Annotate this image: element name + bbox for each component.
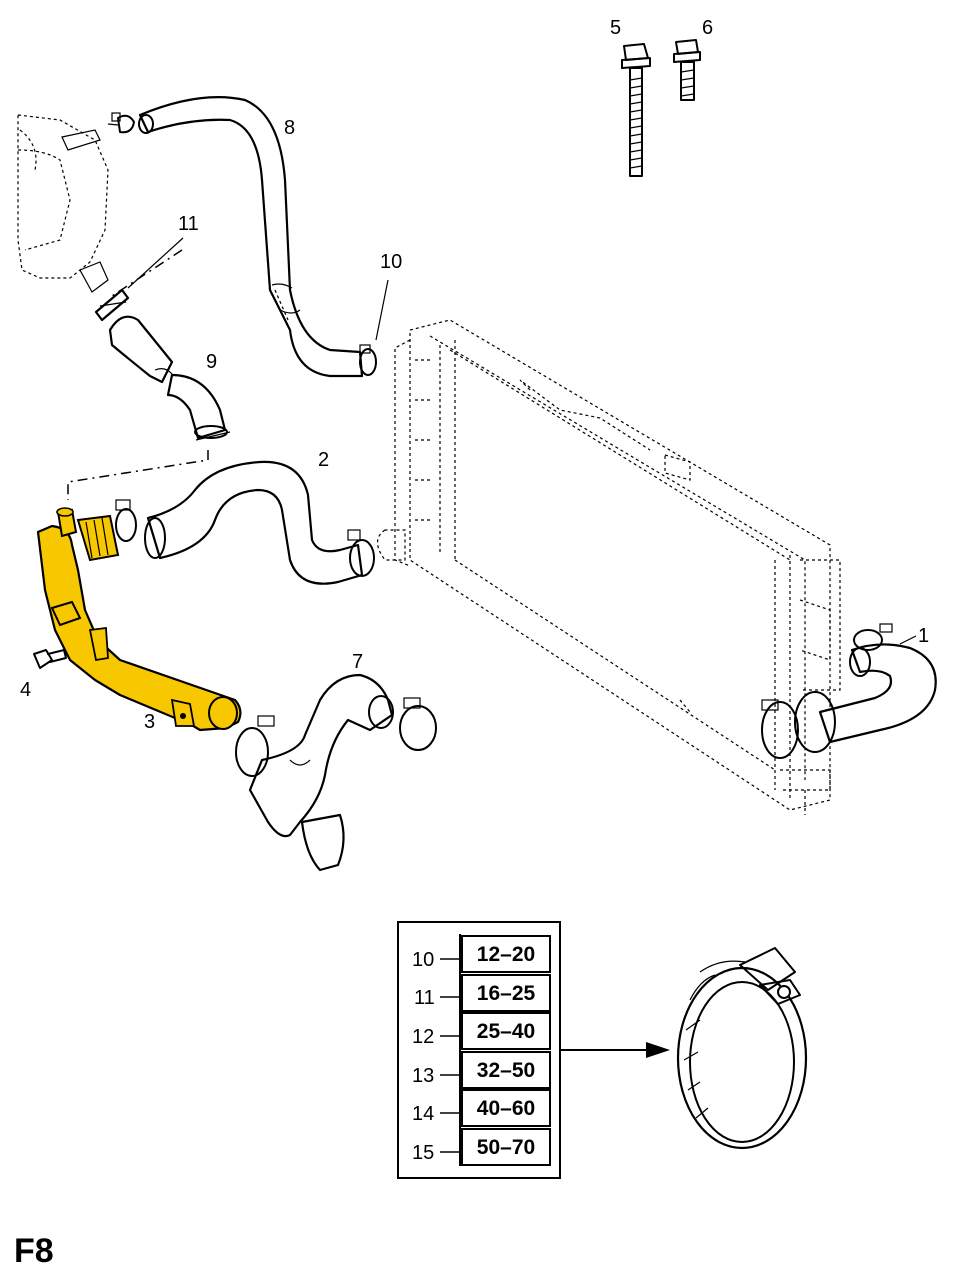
- page-code: F8: [14, 1232, 54, 1270]
- clamp-size-table: 10 12–20 11 16–25 12 25–40 13 32–50 14: [397, 921, 561, 1179]
- callout-7: 7: [352, 651, 363, 673]
- table-row-range: 12–20: [477, 943, 535, 966]
- table-row-num: 13: [412, 1065, 434, 1087]
- hose-2: [115, 460, 375, 585]
- hose-clamp-icon: [853, 623, 893, 651]
- callout-6: 6: [702, 17, 713, 39]
- hose-clamp-icon: [115, 499, 137, 542]
- hose-clamp-icon: [235, 715, 275, 777]
- callout-4: 4: [20, 679, 31, 701]
- table-row-num: 11: [414, 987, 435, 1009]
- table-row: 10 12–20: [412, 935, 551, 973]
- table-row-range: 40–60: [477, 1097, 535, 1120]
- hose-9: [108, 315, 231, 441]
- table-row-range: 16–25: [477, 982, 536, 1005]
- table-row-num: 15: [412, 1142, 434, 1164]
- hose-clamp-icon: [676, 947, 808, 1150]
- callout-leaders: [127, 237, 917, 645]
- table-row-num: 10: [412, 949, 434, 971]
- table-row: 12 25–40: [412, 1012, 551, 1050]
- table-row: 14 40–60: [412, 1089, 551, 1127]
- bolt-icon: [33, 649, 67, 669]
- pipe-side-port: [50, 600, 82, 627]
- callout-11: 11: [178, 213, 199, 235]
- table-row: 13 32–50: [412, 1051, 551, 1089]
- table-row-range: 25–40: [477, 1020, 535, 1043]
- hose-11: [94, 288, 130, 322]
- bolt-icon: [621, 43, 651, 177]
- table-row: 15 50–70: [412, 1128, 551, 1166]
- callout-8: 8: [284, 117, 295, 139]
- callout-10: 10: [380, 251, 402, 273]
- hose-clamp-icon: [399, 697, 437, 751]
- callout-1: 1: [918, 625, 929, 647]
- hose-8: [107, 96, 377, 378]
- pipe-inlet: [76, 514, 120, 562]
- hose-clamp-icon: [347, 529, 375, 577]
- callout-9: 9: [206, 351, 217, 373]
- hose-clamp-icon: [359, 344, 377, 376]
- pipe-outlet: [208, 696, 238, 730]
- table-row: 11 16–25: [414, 974, 551, 1012]
- table-row-num: 14: [412, 1103, 434, 1125]
- table-row-num: 12: [412, 1026, 434, 1048]
- expansion-tank-icon: [17, 114, 109, 293]
- table-row-range: 32–50: [477, 1059, 535, 1082]
- pipe-body: [36, 524, 242, 732]
- radiator-icon: [376, 319, 841, 815]
- callout-5: 5: [610, 17, 621, 39]
- arrow-icon: [560, 1042, 670, 1058]
- table-row-range: 50–70: [477, 1136, 535, 1159]
- hose-1: [761, 623, 937, 759]
- coolant-pipe-3: [36, 507, 242, 732]
- hose-7: [235, 673, 437, 872]
- hose-clamp-icon: [107, 112, 135, 134]
- pipe-bracket: [88, 626, 109, 662]
- callout-3: 3: [144, 711, 155, 733]
- callout-2: 2: [318, 449, 329, 471]
- bolt-icon: [673, 39, 701, 101]
- hose-clamp-icon: [761, 699, 799, 759]
